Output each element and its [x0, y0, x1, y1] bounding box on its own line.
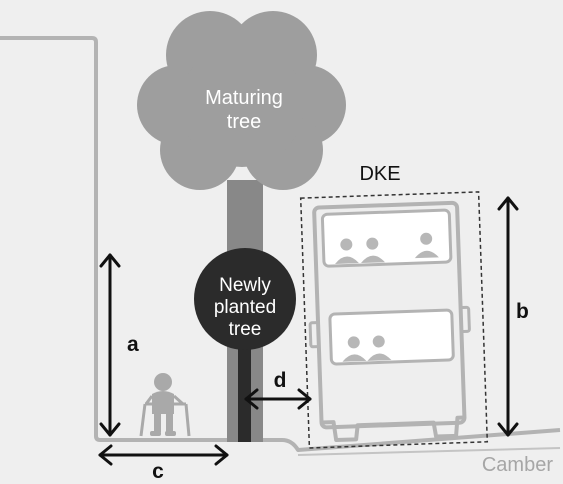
camber-label: Camber: [482, 454, 553, 476]
camber-line: [297, 447, 561, 456]
newly-planted-tree: Newly planted tree: [194, 248, 296, 442]
building-and-pavement-outline: [0, 36, 561, 452]
bus-label: DKE: [359, 163, 400, 185]
maturing-tree-label-line1: Maturing: [205, 87, 283, 109]
dimension-d-label: d: [274, 369, 287, 392]
dimension-d-arrow: [244, 388, 312, 410]
bus-upper-window: [320, 208, 453, 268]
bus-chassis: [321, 415, 465, 443]
double-decker-bus: [299, 191, 489, 449]
bus-lower-window: [328, 308, 455, 366]
dimension-c-label: c: [152, 460, 164, 483]
dimension-b-label: b: [516, 300, 529, 323]
maturing-tree-label-line2: tree: [227, 111, 261, 133]
dimension-arrows: [98, 196, 519, 466]
dimension-a-arrow: [99, 253, 121, 437]
dimension-c-arrow: [98, 444, 229, 466]
newly-planted-tree-label-line2: planted: [214, 297, 276, 318]
bus-mirror-left: [308, 321, 321, 349]
maturing-tree-crown: [137, 11, 346, 190]
dimension-a-label: a: [127, 333, 139, 356]
newly-planted-tree-crown: [194, 248, 296, 350]
dimension-b-arrow: [497, 196, 519, 437]
bus-lower-passengers: [342, 335, 392, 362]
pedestrian-with-walker-icon: [139, 373, 191, 437]
newly-planted-tree-trunk: [238, 340, 251, 442]
newly-planted-tree-label-line3: tree: [229, 319, 262, 340]
newly-planted-tree-label-line1: Newly: [219, 275, 271, 296]
bus-upper-passengers: [335, 232, 439, 264]
bus-kinematic-envelope: [299, 191, 489, 449]
bus-mirror-right: [459, 305, 471, 334]
maturing-tree: Maturing tree: [137, 11, 346, 442]
